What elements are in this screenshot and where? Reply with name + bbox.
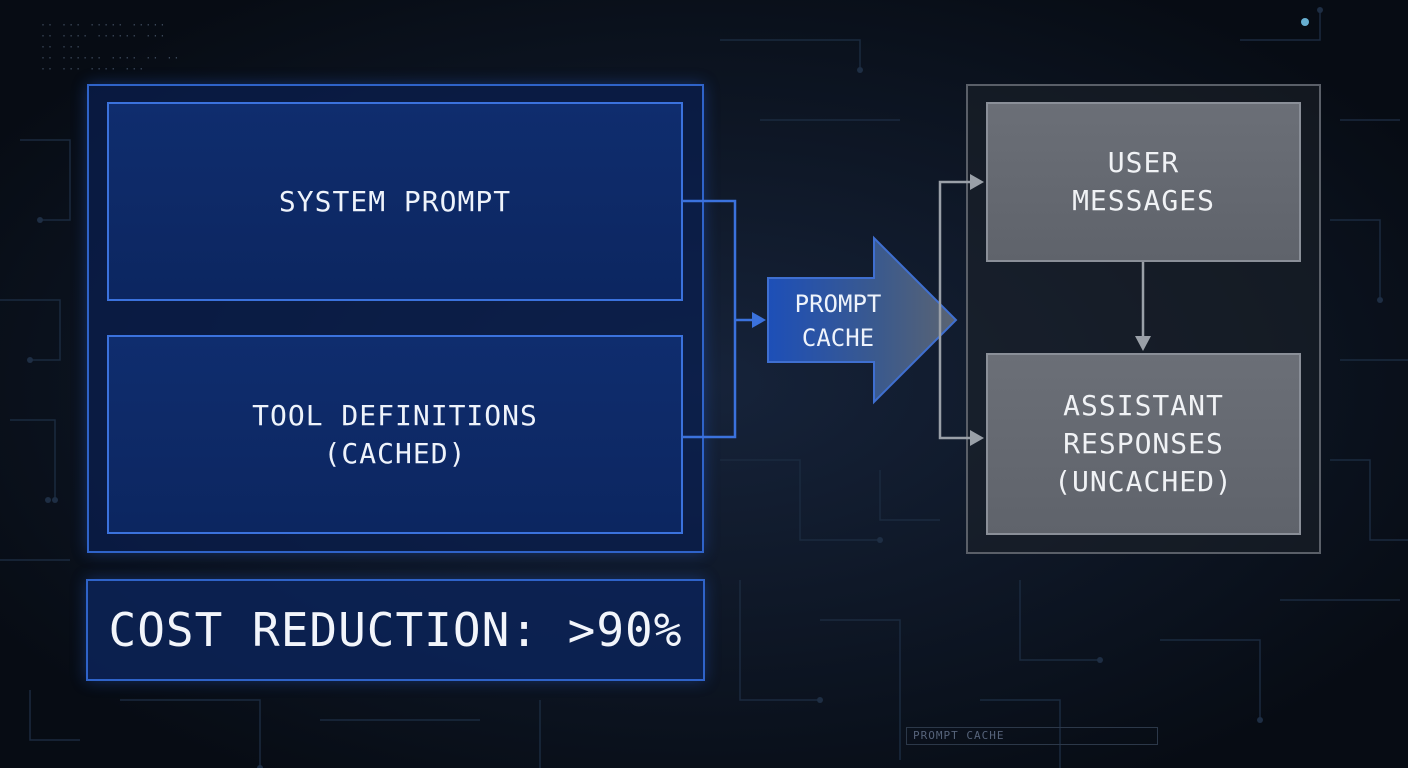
tool-definitions-sub: (CACHED): [323, 436, 467, 470]
assistant-responses-block: ASSISTANT RESPONSES (UNCACHED): [986, 353, 1301, 535]
assistant-line1: ASSISTANT: [1063, 389, 1224, 422]
system-prompt-label: SYSTEM PROMPT: [278, 184, 512, 218]
system-prompt-block: SYSTEM PROMPT: [107, 102, 683, 301]
prompt-cache-label: PROMPT CACHE: [770, 280, 906, 362]
cost-reduction-banner: COST REDUCTION: >90%: [86, 579, 705, 681]
prompt-cache-line1: PROMPT: [794, 290, 882, 318]
cost-reduction-text: COST REDUCTION: >90%: [108, 603, 683, 657]
tool-definitions-block: TOOL DEFINITIONS (CACHED): [107, 335, 683, 534]
assistant-line3: (UNCACHED): [1054, 465, 1233, 498]
background-code-text: ·· ··· ····· ······· ···· ······ ····· ·…: [40, 20, 181, 75]
background-tag: PROMPT CACHE: [906, 727, 1158, 745]
assistant-line2: RESPONSES: [1063, 427, 1224, 460]
user-messages-line1: USER: [1107, 146, 1180, 179]
prompt-cache-line2: CACHE: [801, 324, 875, 352]
user-messages-block: USER MESSAGES: [986, 102, 1301, 262]
tool-definitions-label: TOOL DEFINITIONS: [252, 398, 538, 432]
user-messages-line2: MESSAGES: [1072, 184, 1215, 217]
